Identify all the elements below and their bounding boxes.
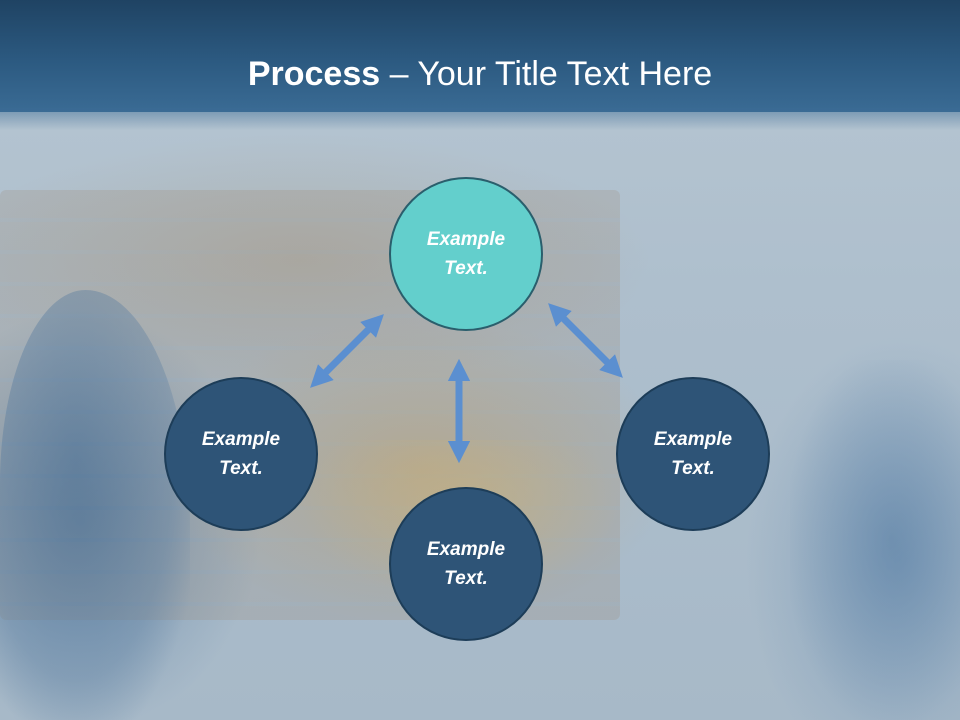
title-bar	[0, 0, 960, 112]
process-step-left[interactable]: Example Text.	[164, 377, 318, 531]
arrow-left-top	[310, 314, 384, 388]
process-step-top-label: Example Text.	[426, 229, 506, 279]
process-step-right-label: Example Text.	[653, 429, 733, 479]
slide-title-rest: – Your Title Text Here	[380, 55, 713, 93]
slide-title-bold: Process	[247, 55, 381, 93]
slide-title[interactable]: Process – Your Title Text Here	[0, 52, 960, 96]
process-step-bottom-label: Example Text.	[426, 539, 506, 589]
arrow-top-right	[548, 303, 623, 378]
process-step-right[interactable]: Example Text.	[616, 377, 770, 531]
process-step-bottom[interactable]: Example Text.	[389, 487, 543, 641]
process-step-left-label: Example Text.	[201, 429, 281, 479]
title-bar-fade	[0, 108, 960, 130]
process-step-top[interactable]: Example Text.	[389, 177, 543, 331]
background-rock-left	[0, 290, 190, 720]
background-rock-right	[790, 360, 960, 720]
